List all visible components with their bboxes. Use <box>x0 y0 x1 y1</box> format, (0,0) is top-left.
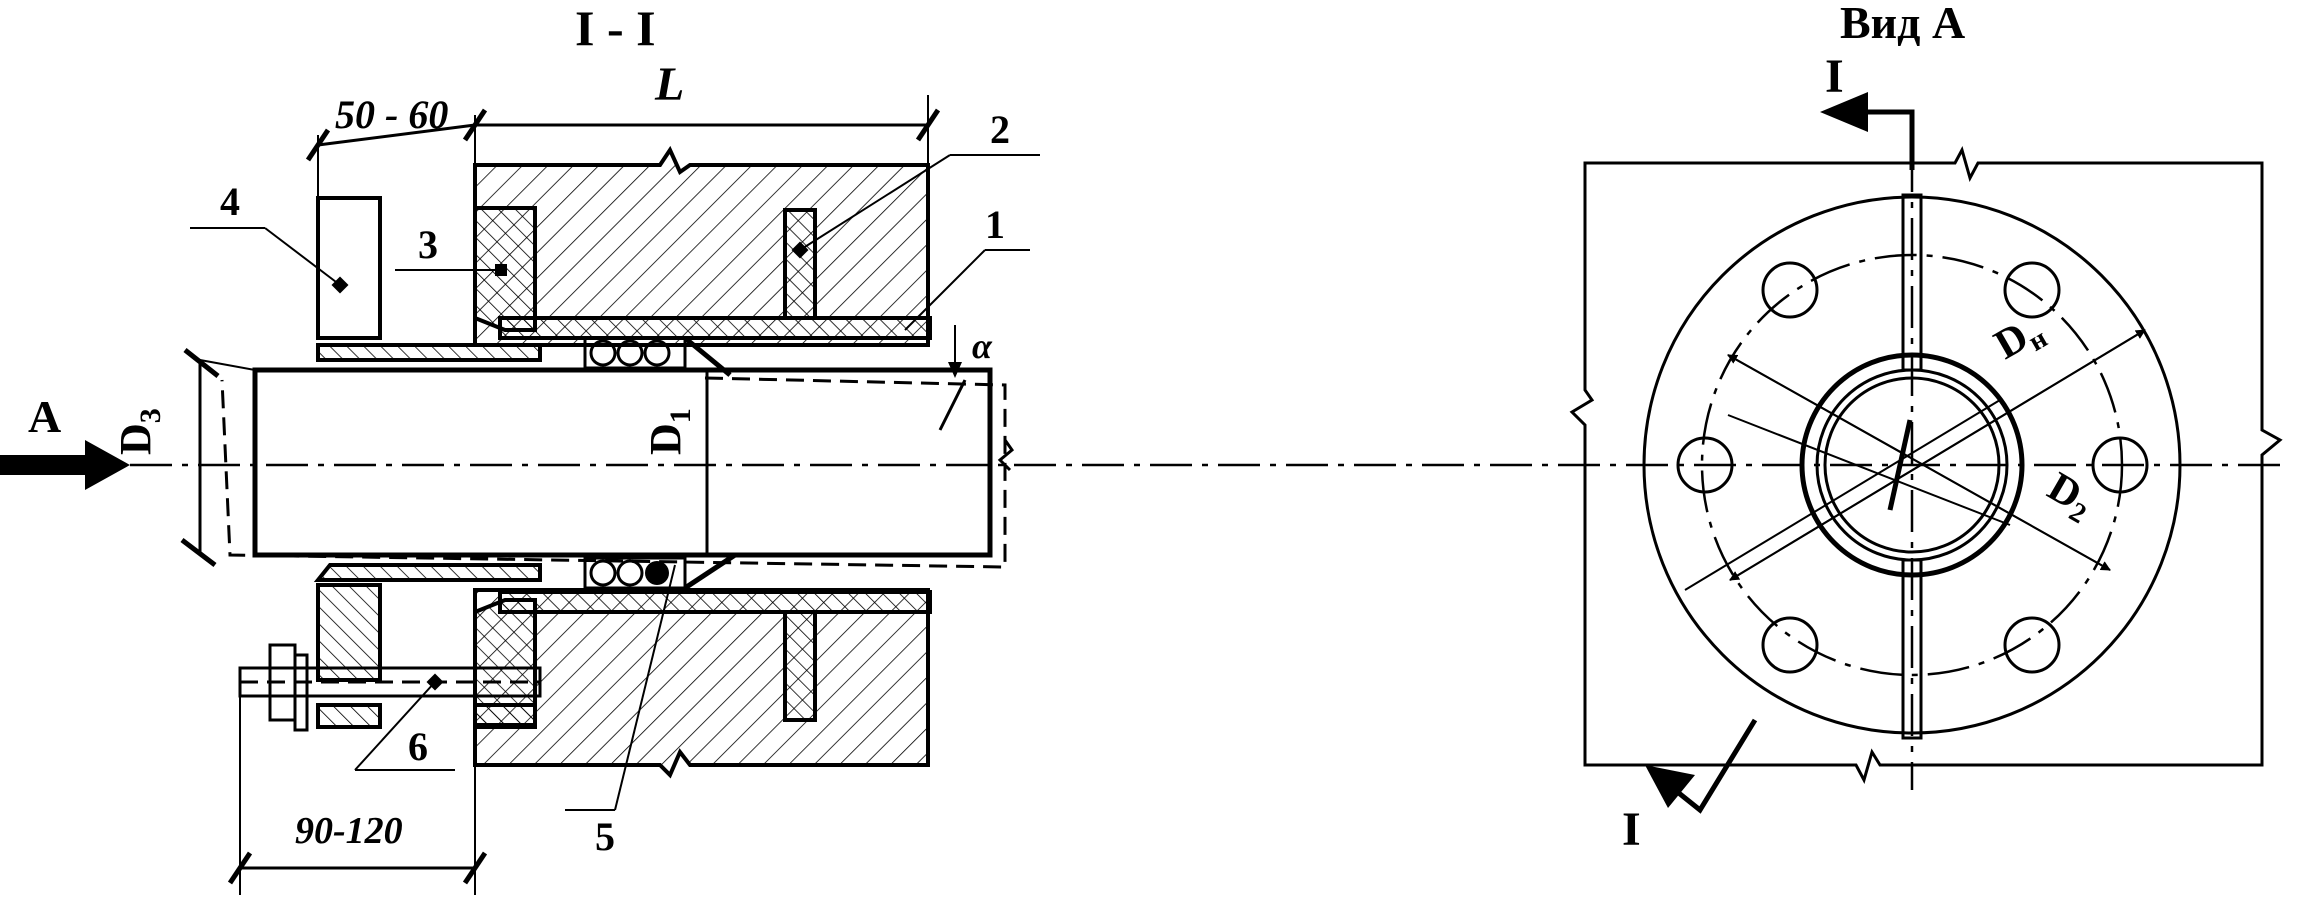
ring-upper <box>783 208 817 320</box>
diag-line-3 <box>1727 414 2011 526</box>
svg-text:1: 1 <box>985 202 1005 247</box>
section-mark-top: I <box>1820 50 1915 170</box>
dim-90-120-label: 90-120 <box>295 810 403 852</box>
shaft-dashed-outline <box>220 376 1007 569</box>
shaft-key <box>1887 419 1913 511</box>
svg-text:4: 4 <box>220 179 240 224</box>
seal-taper-lower <box>683 552 737 591</box>
flange-lower-foot <box>473 703 537 729</box>
d1-label: D1 <box>641 408 697 455</box>
shaft <box>252 367 993 558</box>
alpha-label: α <box>972 326 993 366</box>
gland-lower-sleeve <box>313 563 542 582</box>
svg-text:3: 3 <box>418 222 438 267</box>
callout-2: 2 <box>791 107 1040 259</box>
callout-6: 6 <box>354 673 455 771</box>
dim-50-60-label: 50 - 60 <box>335 92 448 137</box>
lower-wall <box>473 588 930 779</box>
diag-line-4 <box>1684 399 2001 591</box>
packing-rings-lower <box>583 556 687 590</box>
gland-lower <box>316 583 382 682</box>
section-view: 50 - 60 L 90-120 D3 D1 <box>0 0 2290 895</box>
section-title: I - I <box>575 0 656 56</box>
dimension-90-120: 90-120 <box>227 696 488 895</box>
bolt-holes <box>1676 261 2149 674</box>
d2-label: D2 <box>2038 464 2102 530</box>
wall-outline <box>1569 146 2283 784</box>
callout-1: 1 <box>904 202 1030 331</box>
shaft-break <box>997 439 1015 472</box>
upper-wall <box>473 145 930 347</box>
ring-lower <box>783 610 817 722</box>
dimension-length: L <box>475 58 941 165</box>
seal-taper-upper <box>683 336 732 377</box>
view-arrow-a: А <box>0 391 130 490</box>
gland-upper-sleeve <box>316 343 542 362</box>
sleeve-upper <box>498 316 932 340</box>
svg-text:2: 2 <box>990 107 1010 152</box>
dimension-d3: D3 <box>111 348 256 567</box>
view-arrow-label: А <box>28 391 61 442</box>
svg-text:I: I <box>1622 803 1641 856</box>
d2-line-back <box>1727 354 2111 571</box>
callout-3: 3 <box>395 222 507 276</box>
dn-line-back <box>1729 329 2146 581</box>
sleeve-lower <box>498 590 932 614</box>
alpha-indicator: α <box>938 325 993 431</box>
gland-upper <box>316 196 382 340</box>
gland-lower-foot <box>316 703 382 729</box>
callout-4: 4 <box>190 179 349 294</box>
svg-text:6: 6 <box>408 724 428 769</box>
callout-5: 5 <box>565 564 676 859</box>
front-view: Вид А Dн D2 <box>1569 0 2283 856</box>
svg-text:I: I <box>1825 50 1844 103</box>
svg-text:5: 5 <box>595 814 615 859</box>
dimension-50-60: 50 - 60 <box>305 92 488 198</box>
section-mark-bottom: I <box>1622 718 1758 856</box>
view-title: Вид А <box>1840 0 1965 48</box>
d3-label: D3 <box>111 408 167 455</box>
dim-length-label: L <box>654 58 684 111</box>
bolt-assembly <box>238 643 542 732</box>
